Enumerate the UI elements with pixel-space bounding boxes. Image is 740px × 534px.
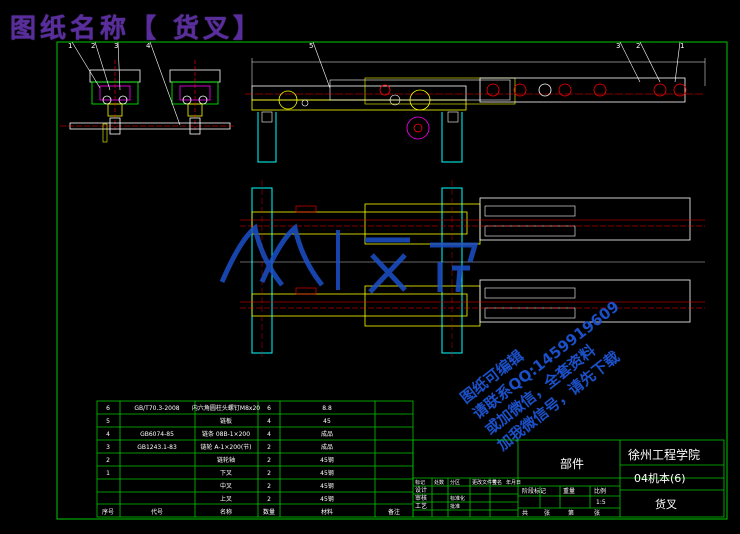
front-elevation-view: 5 3 2 1 (245, 41, 706, 163)
bom-cell-name: 链轮轴 (217, 456, 235, 464)
callout-center-5: 5 (309, 42, 313, 50)
mark-cell-1: 标记 (415, 479, 425, 486)
bom-cell-material: 8.8 (322, 405, 332, 412)
weight-label: 重量 (563, 487, 575, 495)
bom-cell-material: 45钢 (320, 482, 334, 490)
callout-top-3: 3 (616, 42, 620, 50)
title-block (412, 439, 725, 518)
title-block-text: 部件 徐州工程学院 04机本(6) 货叉 设计 审核 工艺 阶段标记 重量 比例… (415, 447, 700, 517)
scale-value: 1:5 (596, 499, 606, 506)
bom-cell-name: 内六角圆柱头螺钉M8x20 (192, 404, 260, 412)
bom-cell-code: GB1243.1-83 (137, 444, 177, 451)
bom-cell-material: 成品 (321, 430, 333, 438)
bom-cell-qty: 6 (267, 405, 271, 412)
bom-cell-no: 4 (106, 431, 110, 438)
bom-cell-name: 链板 (220, 417, 232, 425)
mark-cell-5: 签名 (492, 479, 502, 486)
bom-header-no: 序号 (102, 508, 114, 516)
bom-cell-name: 上叉 (220, 495, 232, 503)
bom-cell-name: 链轮 A-1×200(节) (200, 443, 251, 451)
scale-label: 比例 (594, 487, 606, 495)
school-name: 徐州工程学院 (628, 447, 700, 462)
drawing-border (56, 41, 728, 520)
bom-cell-name: 中叉 (220, 482, 232, 490)
callout-left-1: 1 (68, 42, 72, 50)
row-design: 设计 (415, 486, 427, 494)
watermark (219, 223, 479, 294)
callout-top-1: 1 (680, 42, 684, 50)
bom-header-name: 名称 (220, 508, 232, 516)
bom-cell-material: 45钢 (320, 456, 334, 464)
drawing-title: 图纸名称【 货叉】 (10, 14, 264, 44)
stage-mark-label: 阶段标记 (522, 487, 546, 495)
approval-label: 批准 (450, 503, 460, 510)
bom-cell-code: GB6074-85 (140, 431, 174, 438)
drawing-number: 04机本(6) (634, 471, 686, 485)
bom-cell-material: 45 (323, 418, 331, 425)
mark-cell-4: 更改文件号 (472, 479, 497, 486)
bom-cell-qty: 2 (267, 483, 271, 490)
callout-left-2: 2 (91, 42, 95, 50)
bom-cell-material: 45钢 (320, 469, 334, 477)
bom-cell-qty: 2 (267, 470, 271, 477)
fork-head-right (169, 60, 221, 130)
sheet-unit-2: 张 (594, 509, 600, 517)
bom-cell-name: 链条 08B-1×200 (202, 430, 250, 438)
sheet-index-label: 第 (568, 509, 574, 517)
bom-header-code: 代号 (151, 508, 163, 516)
bom-cell-name: 下叉 (220, 470, 232, 477)
row-process: 工艺 (415, 502, 427, 510)
bom-cell-no: 6 (106, 405, 110, 412)
bom-cell-no: 5 (106, 418, 110, 425)
callout-left-3: 3 (114, 42, 118, 50)
bom-cell-no: 1 (106, 470, 110, 477)
bom-cell-code: GB/T70.3-2008 (134, 405, 179, 412)
bom-cell-material: 45钢 (320, 495, 334, 503)
bom-header-material: 材料 (321, 508, 333, 516)
sheet-total-label: 共 (522, 509, 528, 517)
bom-header-qty: 数量 (263, 508, 275, 516)
bom-cell-material: 成品 (321, 443, 333, 451)
bom-cell-qty: 2 (267, 496, 271, 503)
bom-cell-qty: 4 (267, 418, 271, 425)
mark-cell-3: 分区 (450, 479, 460, 486)
bom-cell-no: 3 (106, 444, 110, 451)
sheet-unit-1: 张 (544, 509, 550, 517)
mark-cell-6: 年月日 (506, 479, 521, 486)
left-side-view: 1 2 3 4 (60, 41, 235, 143)
bom-cell-qty: 4 (267, 431, 271, 438)
bom-cell-qty: 2 (267, 457, 271, 464)
callout-left-4: 4 (146, 42, 151, 50)
bom-table (96, 400, 414, 518)
callout-top-2: 2 (636, 42, 640, 50)
part-label: 部件 (560, 456, 584, 471)
drawing-name: 货叉 (655, 497, 677, 511)
bom-cell-no: 2 (106, 457, 110, 464)
bom-cell-qty: 2 (267, 444, 271, 451)
bom-header-note: 备注 (388, 508, 400, 516)
mark-cell-2: 处数 (434, 479, 444, 486)
standardization-label: 标准化 (450, 495, 465, 502)
row-review: 审核 (415, 494, 427, 502)
fork-head-left (89, 60, 141, 130)
